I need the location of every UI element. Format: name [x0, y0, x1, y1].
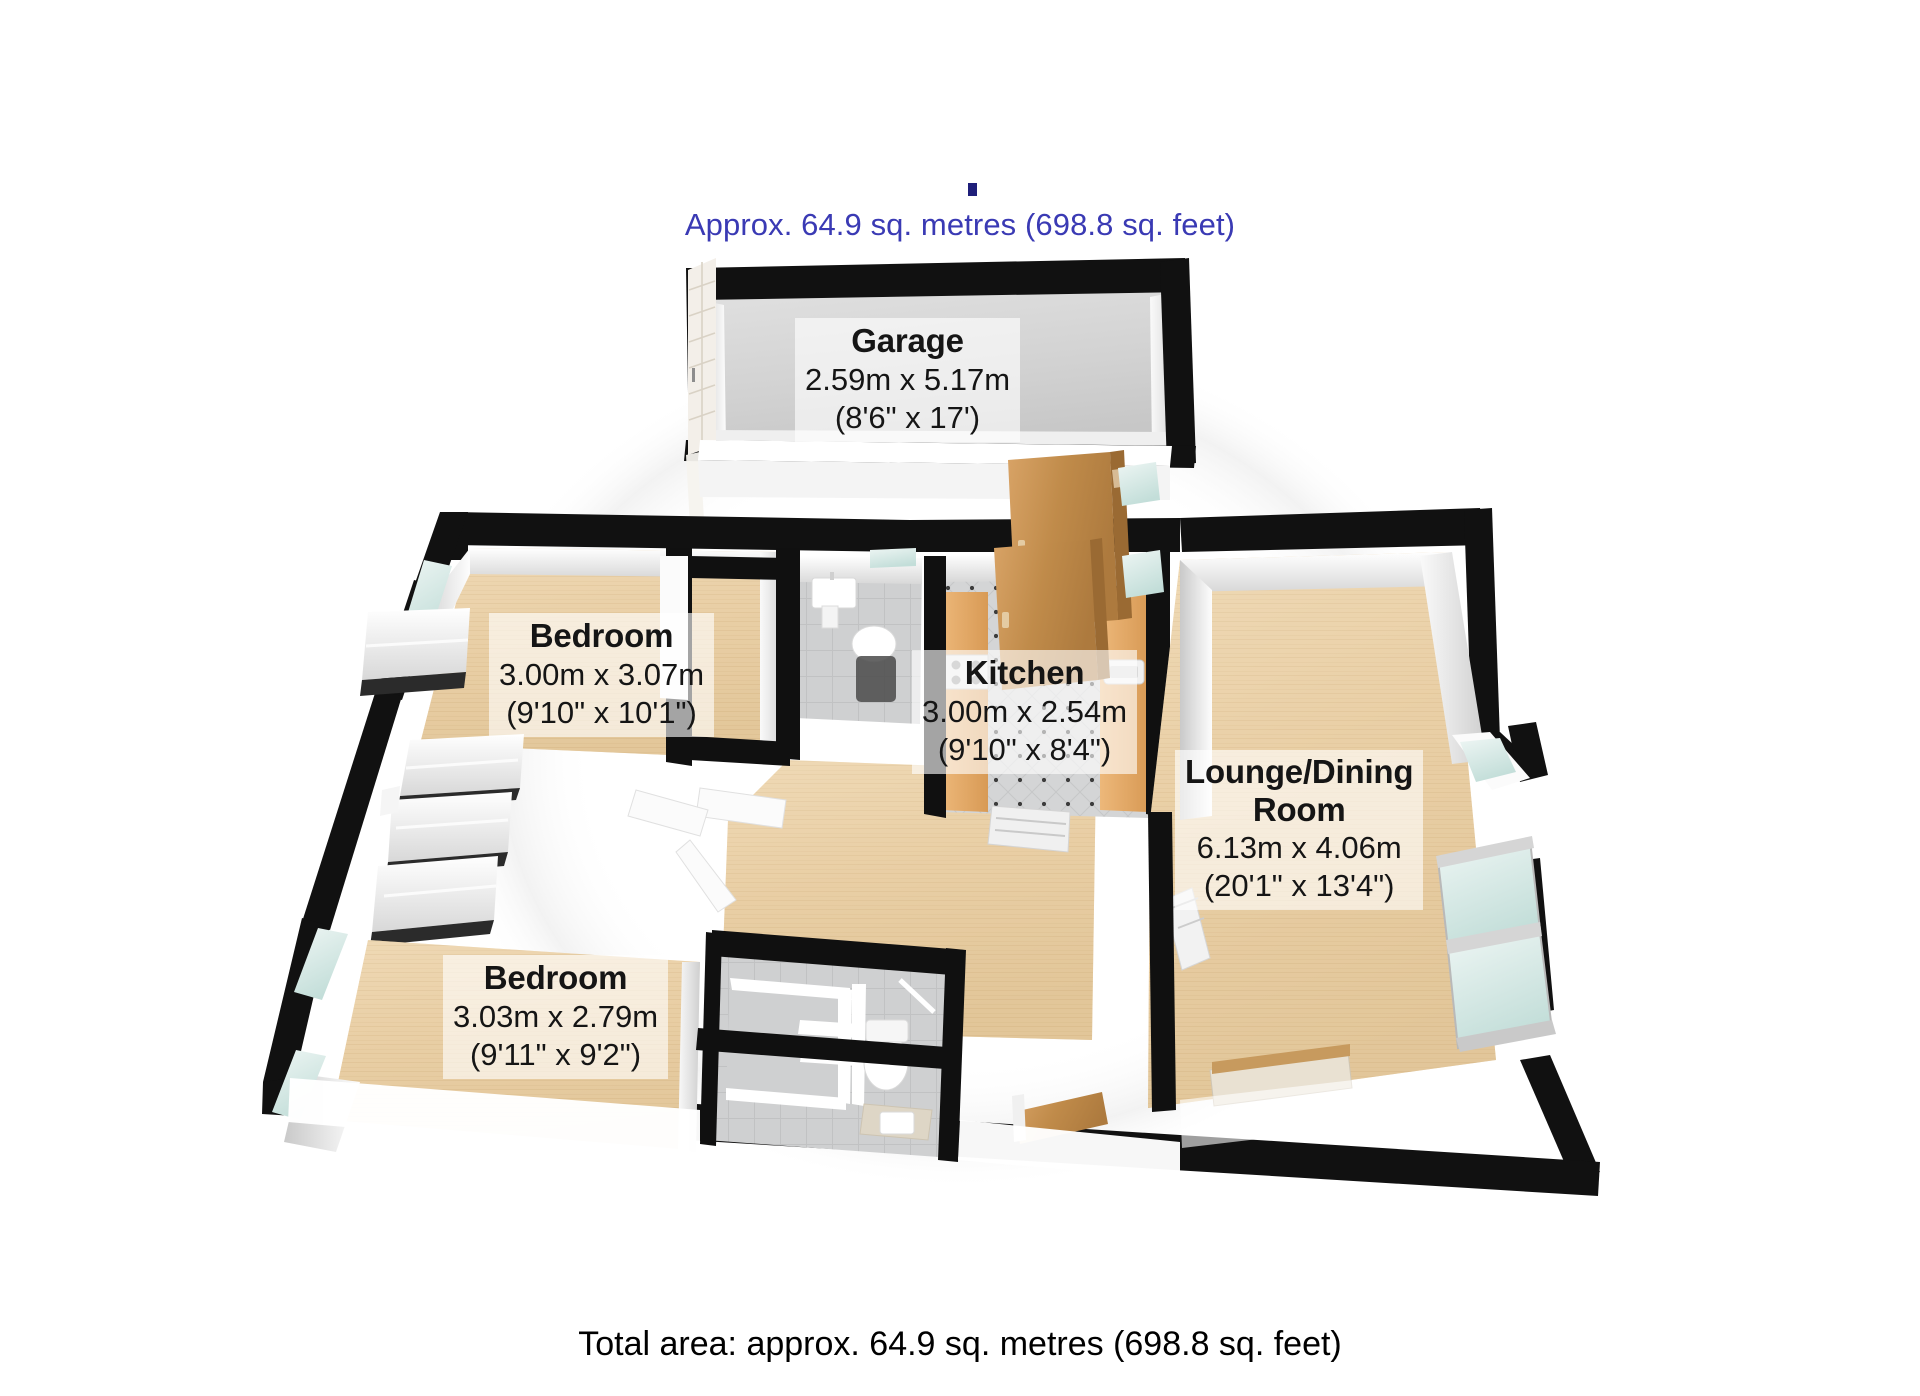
lounge-corner-window [1460, 738, 1516, 782]
interior-wall-faces [288, 1062, 1520, 1180]
bedroom-2-door [627, 789, 709, 837]
garage-door [686, 258, 716, 525]
toilet-icon [851, 625, 897, 702]
square-bullet-icon [968, 183, 977, 196]
exterior-wall-top-right [1180, 508, 1486, 552]
hall-partition-face [660, 556, 688, 700]
exterior-wall-top-left [452, 512, 910, 552]
partition-bathroom-top [696, 1028, 960, 1070]
bathroom-door [675, 839, 737, 913]
sliding-patio-doors [1436, 836, 1556, 1052]
total-area-caption: Total area: approx. 64.9 sq. metres (698… [578, 1325, 1342, 1363]
interior-partitions [666, 548, 1176, 1112]
exterior-wall-right-bottom [1520, 1055, 1600, 1180]
kitchen-units-right [1100, 588, 1148, 812]
radiator-icon [987, 805, 1071, 853]
kitchen-units-left [940, 592, 988, 812]
exterior-wall-left-mid [302, 690, 402, 930]
kitchen-window [1118, 462, 1160, 506]
kitchen-wall-left [924, 556, 946, 818]
wc-window [870, 548, 916, 568]
towel-rail-icon [898, 978, 936, 1014]
wash-basin-icon [811, 572, 857, 629]
partition-wc-left [776, 548, 800, 760]
lounge-dining-room [1012, 552, 1556, 1144]
bathroom-basin-icon [859, 1103, 933, 1141]
bathroom-wall-top [712, 930, 964, 976]
hob-icon [943, 654, 989, 690]
hall-door [994, 538, 1110, 690]
bedroom-2-window-2 [294, 928, 348, 1000]
partition-lounge-left [1148, 812, 1176, 1112]
garage-wall-right [1160, 258, 1196, 466]
page-title: Approx. 64.9 sq. metres (698.8 sq. feet) [684, 207, 1236, 242]
kitchen-window-2 [1122, 550, 1164, 598]
garage-wall-top [694, 258, 1189, 300]
built-in-wardrobes [360, 608, 524, 946]
partition-hall-top [690, 556, 790, 580]
partition-bedroom1-bottom [690, 736, 790, 766]
sink-icon [1103, 659, 1145, 685]
